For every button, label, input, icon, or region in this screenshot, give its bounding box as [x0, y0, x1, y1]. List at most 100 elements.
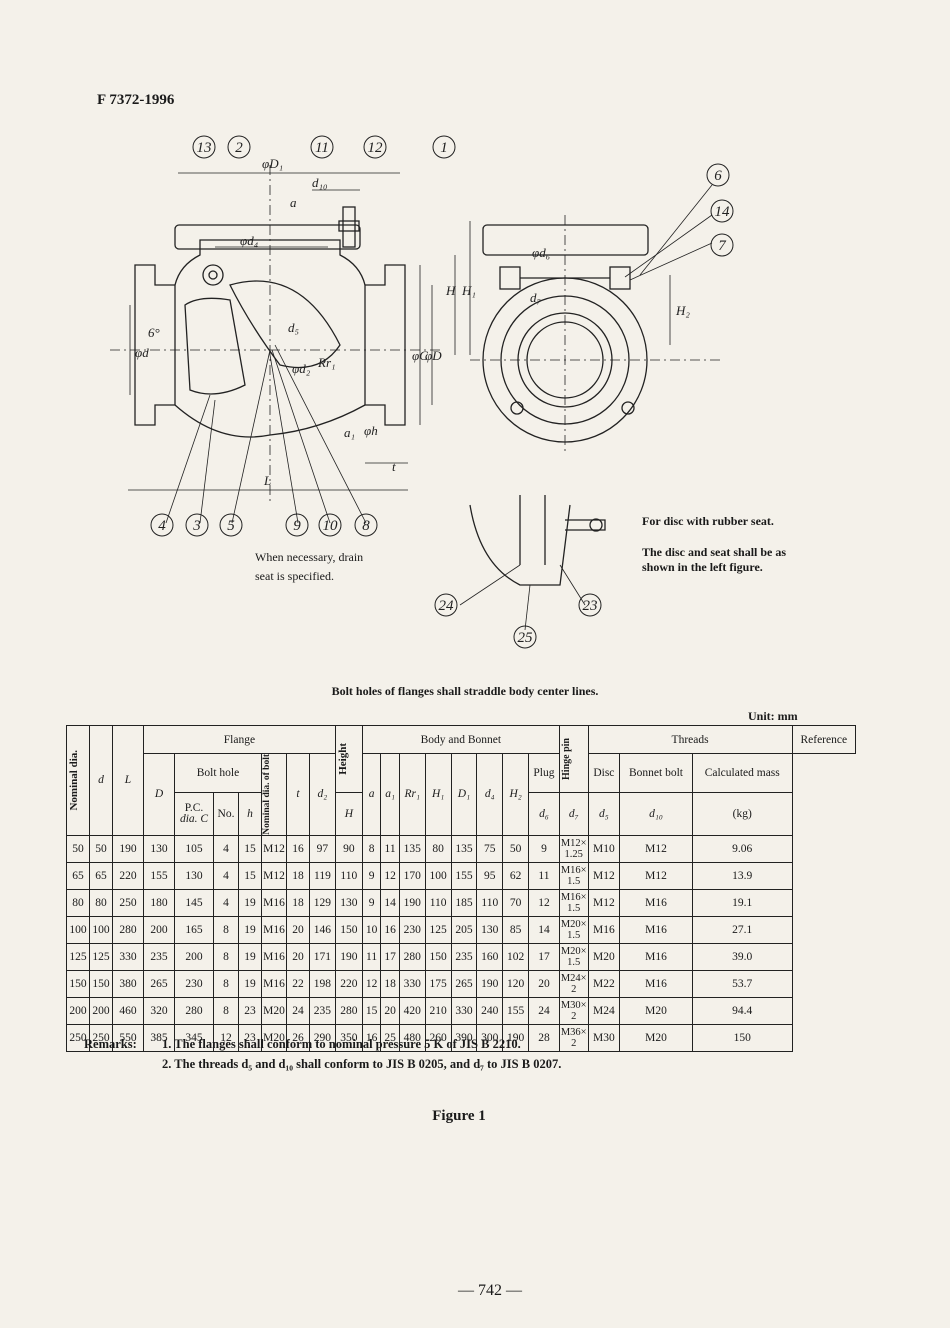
table-cell: 28 [528, 1023, 560, 1052]
valve-drawing: 13 2 11 12 1 6 14 7 4 3 5 9 10 8 24 23 2… [110, 135, 734, 649]
col-t: t [286, 753, 310, 836]
detail-view [469, 495, 606, 586]
table-cell: 250 [66, 1023, 90, 1052]
table-cell: 15 [238, 861, 262, 890]
table-cell: 9 [361, 888, 382, 917]
col-d: d [89, 725, 113, 836]
svg-text:14: 14 [715, 204, 731, 220]
remark-1: 1. The flanges shall conform to nominal … [162, 1037, 521, 1051]
col-hinge: Hinge pin [560, 738, 572, 781]
svg-text:4: 4 [158, 518, 166, 534]
table-cell: 200 [174, 942, 214, 971]
table-cell: 11 [380, 834, 400, 863]
table-cell: 460 [112, 996, 144, 1025]
table-cell: 18 [286, 888, 310, 917]
table-cell: 80 [424, 834, 452, 863]
col-D1: D₁ [450, 753, 478, 836]
table-cell: M20 [261, 996, 287, 1025]
table-cell: 97 [309, 834, 336, 863]
table-cell: M20 [261, 1023, 287, 1052]
table-cell: M16× 1.5 [558, 888, 589, 917]
callout-9: 9 [285, 513, 309, 537]
callout-25: 25 [513, 625, 537, 649]
table-cell: 65 [66, 861, 90, 890]
table-cell: 165 [174, 915, 214, 944]
dimension-table: Nominal dia. d L Flange Height Body and … [66, 724, 857, 1052]
disc-note-body: The disc and seat shall be as shown in t… [642, 545, 786, 575]
col-nom-bolt: Nominal dia. of bolt [262, 754, 272, 835]
table-cell: 9.06 [691, 834, 793, 863]
table-cell: 100 [89, 915, 113, 944]
table-cell: 550 [112, 1023, 144, 1052]
table-cell: M16 [261, 969, 287, 998]
table-cell: 390 [450, 1023, 478, 1052]
table-cell: 160 [476, 942, 504, 971]
table-cell: 4 [213, 888, 239, 917]
table-cell: M16 [261, 942, 287, 971]
table-cell: M16 [619, 888, 693, 917]
table-cell: M20 [587, 942, 621, 971]
table-cell: 53.7 [691, 969, 793, 998]
table-cell: 175 [424, 969, 452, 998]
table-cell: 15 [361, 996, 382, 1025]
table-cell: 320 [143, 996, 175, 1025]
table-cell: 135 [398, 834, 426, 863]
table-cell: 170 [398, 861, 426, 890]
table-cell: 85 [502, 915, 530, 944]
table-cell: 190 [334, 942, 363, 971]
svg-text:13: 13 [197, 140, 212, 156]
table-cell: 280 [334, 996, 363, 1025]
table-cell: 150 [691, 1023, 793, 1052]
col-d4: d₄ [476, 753, 504, 836]
table-cell: M16 [619, 942, 693, 971]
table-cell: M12 [261, 861, 287, 890]
table-cell: 95 [476, 861, 504, 890]
table-cell: 18 [286, 861, 310, 890]
table-cell: M16 [261, 888, 287, 917]
table-cell: M10 [587, 834, 621, 863]
table-cell: 80 [66, 888, 90, 917]
table-cell: 20 [380, 996, 400, 1025]
table-cell: 26 [286, 1023, 310, 1052]
table-cell: 235 [143, 942, 175, 971]
callout-8: 8 [354, 513, 378, 537]
col-pc-line-1: P.C. [184, 802, 204, 814]
table-cell: 190 [398, 888, 426, 917]
table-cell: 200 [66, 996, 90, 1025]
table-cell: 200 [143, 915, 175, 944]
table-cell: 125 [89, 942, 113, 971]
table-cell: 9 [361, 861, 382, 890]
table-cell: 345 [174, 1023, 214, 1052]
svg-text:11: 11 [315, 140, 329, 156]
table-cell: M20 [619, 1023, 693, 1052]
col-H: H [334, 792, 363, 836]
col-kg: (kg) [691, 792, 793, 836]
table-cell: 50 [89, 834, 113, 863]
col-a: a [361, 753, 382, 836]
table-cell: M20 [619, 996, 693, 1025]
callout-3: 3 [185, 513, 209, 537]
table-cell: 4 [213, 861, 239, 890]
table-cell: M16 [261, 915, 287, 944]
col-d7: d₇ [558, 792, 589, 836]
table-cell: 50 [66, 834, 90, 863]
figure-caption: Figure 1 [432, 1108, 486, 1124]
svg-text:12: 12 [368, 140, 384, 156]
col-H2: H₂ [502, 753, 530, 836]
table-cell: 420 [398, 996, 426, 1025]
table-cell: M12 [619, 834, 693, 863]
svg-text:1: 1 [440, 140, 448, 156]
table-cell: 110 [424, 888, 452, 917]
svg-text:9: 9 [293, 518, 301, 534]
table-cell: 19 [238, 942, 262, 971]
table-cell: 17 [380, 942, 400, 971]
dim-d4: φd₄ [240, 233, 259, 248]
drain-note-line-1: When necessary, drain [255, 550, 364, 564]
table-cell: 250 [112, 888, 144, 917]
callout-12: 12 [363, 135, 387, 159]
table-cell: M30 [587, 1023, 621, 1052]
disc-note-line-1: The disc and seat shall be as [642, 545, 787, 559]
drain-note: When necessary, drain seat is specified. [255, 550, 363, 584]
